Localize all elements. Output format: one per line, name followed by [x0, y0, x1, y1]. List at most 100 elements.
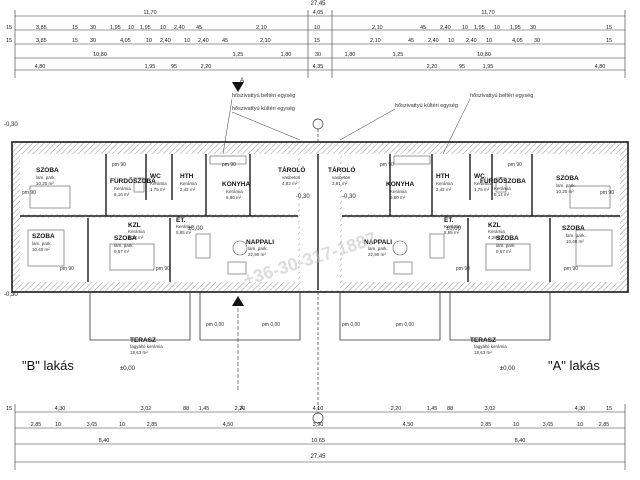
inner-floor-a-bottom: [342, 218, 620, 282]
annotations: hőszivattyú beltéri egység hőszivattyú k…: [232, 93, 533, 112]
dim-r2: 30: [530, 25, 536, 31]
dim-b3: 8,40: [515, 438, 526, 444]
dim-r1-b: 4,05: [313, 10, 324, 16]
dim-b2: 3,90: [313, 422, 324, 428]
opening-label: pm 90: [60, 266, 74, 272]
room-b-szoba2-name: SZOBA: [32, 233, 55, 240]
room-b-hth-area: 2,42 m²: [180, 187, 196, 192]
dim-r3: 15: [6, 38, 12, 44]
dim-r5: 4,80: [595, 64, 606, 70]
room-a-terasz-name: TERASZ: [470, 337, 496, 344]
dim-b2: 4,50: [403, 422, 414, 428]
dim-r3: 15: [314, 38, 320, 44]
room-a-nappali-sub: lam. park.: [368, 246, 388, 251]
dim-r3: 10: [184, 38, 190, 44]
room-b-szoba2-area: 10,40 m²: [32, 247, 50, 252]
annotation-heat-pump-indoor-a: hőszivattyú beltéri egység: [470, 93, 533, 99]
room-b-terasz-area: 15,63 m²: [130, 350, 148, 355]
room-a-szoba3-area: 9,67 m²: [496, 249, 512, 254]
dim-r4: 1,80: [345, 52, 356, 58]
room-a-kzl-sub: Kerámia: [488, 229, 505, 234]
dim-r5: 1,95: [145, 64, 156, 70]
room-b-terasz-name: TERASZ: [130, 337, 156, 344]
dim-r2: 45: [196, 25, 202, 31]
dim-b-small: 15: [606, 406, 612, 412]
dim-b2: 10: [513, 422, 519, 428]
dim-b1: 88: [183, 406, 189, 412]
level-markers: -0,30 -0,30 ±0,00 ±0,00 -0,30 -0,30 ±0,0…: [4, 122, 516, 372]
dim-r4: 1,25: [393, 52, 404, 58]
level-marker: -0,30: [4, 122, 18, 128]
room-a-szoba1-name: SZOBA: [556, 175, 579, 182]
dim-r3: 2,10: [260, 38, 271, 44]
dim-r2: 10: [314, 25, 320, 31]
unit-label-b: "B" lakás: [22, 358, 74, 373]
room-b-nappali-name: NAPPALI: [246, 239, 274, 246]
room-b-szoba3-name: SZOBA: [114, 235, 137, 242]
dim-b3: 8,40: [99, 438, 110, 444]
dim-r5: 1,95: [483, 64, 494, 70]
level-marker: -0,30: [4, 292, 18, 298]
dim-r3: 15: [72, 38, 78, 44]
dim-b2: 10: [55, 422, 61, 428]
room-a-terasz-sub: fagyálló kerámia: [474, 344, 507, 349]
dim-r2: 2,40: [174, 25, 185, 31]
dim-r3: 2,40: [160, 38, 171, 44]
room-b-furdo-sub: Kerámia: [114, 186, 131, 191]
dim-b1: 3,02: [485, 406, 496, 412]
opening-label: pm 0,00: [206, 322, 224, 328]
dim-r4: 1,25: [233, 52, 244, 58]
dim-b2: 2,85: [31, 422, 42, 428]
room-b-konyha-sub: Kerámia: [226, 189, 243, 194]
dim-r3: 2,40: [466, 38, 477, 44]
section-marker-label: A: [240, 78, 244, 84]
room-b-terasz-sub: fagyálló kerámia: [130, 344, 163, 349]
room-a-et-sub: Kerámia: [444, 224, 461, 229]
dim-r2: 15: [606, 25, 612, 31]
room-a-konyha-sub: Kerámia: [390, 189, 407, 194]
room-a-et-area: 5,85 m²: [444, 230, 460, 235]
room-a-wc-name: WC: [474, 173, 485, 180]
room-b-kzl-sub: Kerámia: [128, 229, 145, 234]
dim-b-small: 15: [6, 406, 12, 412]
opening-label: pm 0,00: [342, 322, 360, 328]
room-b-szoba3-area: 9,67 m²: [114, 249, 130, 254]
room-b-hth-name: HTH: [180, 173, 194, 180]
top-dim-text: 27,45 11,70 4,05 11,70 15 3,85 15 30 1,9…: [6, 1, 612, 70]
annotation-heat-pump-indoor-b: hőszivattyú beltéri egység: [232, 93, 295, 99]
dim-r3: 30: [90, 38, 96, 44]
dim-r3: 10: [486, 38, 492, 44]
dim-r3: 3,85: [36, 38, 47, 44]
room-a-wc-sub: Kerámia: [474, 181, 491, 186]
room-a-szoba1-sub: lam. park.: [556, 183, 576, 188]
room-b-wc-name: WC: [150, 173, 161, 180]
room-a-kzl-area: 4,28 m²: [488, 235, 504, 240]
dim-r2: 2,40: [440, 25, 451, 31]
dim-r3: 10: [146, 38, 152, 44]
room-labels: SZOBA lam. park. 10,20 m² FÜRDŐSZOBA Ker…: [32, 165, 586, 355]
room-a-konyha-name: KONYHA: [386, 181, 414, 188]
dim-r3: 2,10: [370, 38, 381, 44]
dim-b2: 2,85: [599, 422, 610, 428]
room-b-et-sub: Kerámia: [176, 224, 193, 229]
dim-r2: 10: [128, 25, 134, 31]
axis-markers: [312, 118, 324, 424]
unit-label-a: "A" lakás: [548, 358, 600, 373]
opening-label: pm 0,00: [262, 322, 280, 328]
top-dimensions: [14, 10, 626, 78]
level-marker: -0,30: [296, 194, 310, 200]
dim-r2: 2,10: [372, 25, 383, 31]
room-a-szoba1-area: 10,20 m²: [556, 189, 574, 194]
room-a-szoba2-sub: lam. park.: [566, 233, 586, 238]
dim-r4: 10,80: [93, 52, 107, 58]
annotation-heat-pump-outdoor-b: hőszivattyú kültéri egység: [232, 106, 295, 112]
dim-b1: 4,30: [55, 406, 66, 412]
dim-r3: 10: [448, 38, 454, 44]
room-a-konyha-area: 6,80 m²: [390, 195, 406, 200]
opening-label: pm 90: [22, 190, 36, 196]
dim-r3: 4,05: [120, 38, 131, 44]
room-a-taro-sub: vasbeton: [332, 175, 351, 180]
dim-r5: 4,80: [35, 64, 46, 70]
dim-r2: 1,95: [110, 25, 121, 31]
dim-r2: 2,10: [256, 25, 267, 31]
